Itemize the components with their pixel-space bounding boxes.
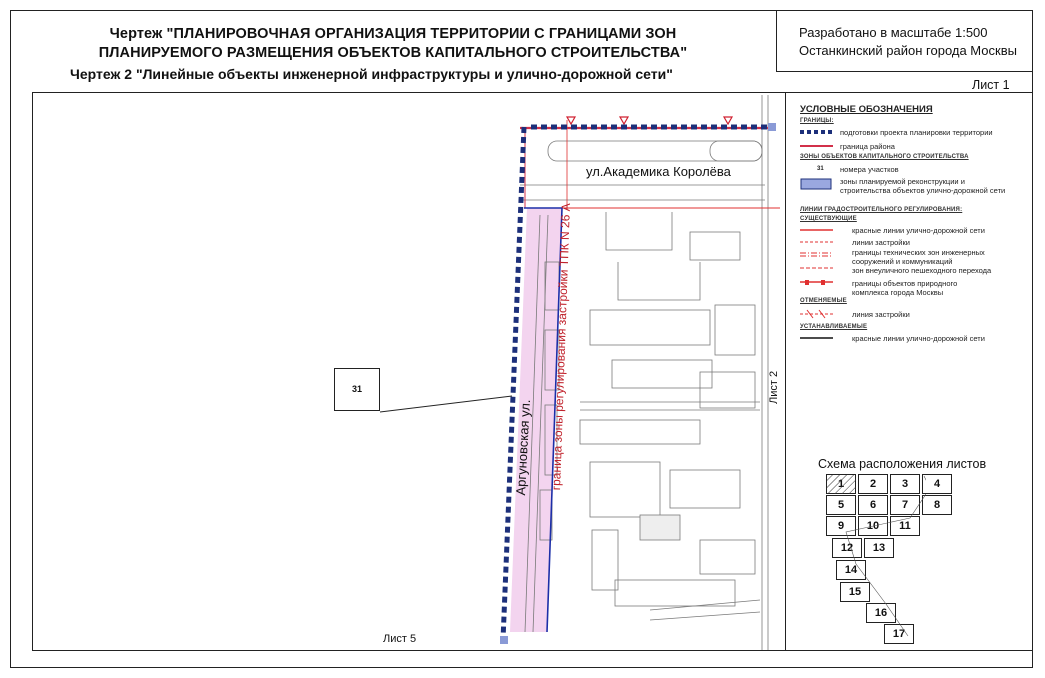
schema-sheet-7: 7 xyxy=(890,495,920,515)
list-2-label: Лист 2 xyxy=(768,371,780,404)
new-red-line xyxy=(524,207,563,633)
schema-sheet-2: 2 xyxy=(858,474,888,494)
legend-item-recon: зоны планируемой реконструкции и строите… xyxy=(840,177,1006,195)
schema-outline xyxy=(845,475,926,637)
legend-item-district: граница района xyxy=(840,142,895,151)
map-border-top xyxy=(32,92,1032,93)
legend-item-build-lines: линии застройки xyxy=(852,238,910,247)
legend-item-build-cancel: линия застройки xyxy=(852,310,910,319)
schema-sheet-8: 8 xyxy=(922,495,952,515)
sheet-frame xyxy=(10,10,1033,668)
red-triangle-markers xyxy=(565,116,734,126)
schema-sheet-9: 9 xyxy=(826,516,856,536)
list-5-label: Лист 5 xyxy=(383,633,417,645)
schema-sheet-17: 17 xyxy=(884,624,914,644)
legend-item-numbers: номера участков xyxy=(840,165,899,174)
legend-sub-cancelled: ОТМЕНЯЕМЫЕ xyxy=(800,298,847,304)
map-border-bottom xyxy=(32,650,1032,651)
legend-item-red-new: красные линии улично-дорожной сети xyxy=(852,334,985,343)
schema-sheet-4: 4 xyxy=(922,474,952,494)
scale-box: Разработано в масштабе 1:500 Останкински… xyxy=(776,11,1032,72)
schema-sheet-15: 15 xyxy=(840,582,870,602)
schema-sheet-5: 5 xyxy=(826,495,856,515)
legend-symbols xyxy=(800,130,833,339)
legend-section-lines: ЛИНИИ ГРАДОСТРОИТЕЛЬНОГО РЕГУЛИРОВАНИЯ: xyxy=(800,207,963,213)
scale-text: Разработано в масштабе 1:500 xyxy=(799,25,988,40)
title-line-1: Чертеж "ПЛАНИРОВОЧНАЯ ОРГАНИЗАЦИЯ ТЕРРИТ… xyxy=(109,26,677,42)
schema-sheet-13: 13 xyxy=(864,538,894,558)
legend-item-ped: зон внеуличного пешеходного перехода xyxy=(852,266,992,275)
legend-item-nature: границы объектов природного комплекса го… xyxy=(852,279,958,297)
schema-sheet-6: 6 xyxy=(858,495,888,515)
legend-title: УСЛОВНЫЕ ОБОЗНАЧЕНИЯ xyxy=(800,104,933,115)
base-map-lines xyxy=(520,95,769,650)
legend-section-zones: ЗОНЫ ОБЪЕКТОВ КАПИТАЛЬНОГО СТРОИТЕЛЬСТВА xyxy=(800,154,969,160)
panel-divider xyxy=(785,92,786,650)
title-line-2: ПЛАНИРУЕМОГО РАЗМЕЩЕНИЯ ОБЪЕКТОВ КАПИТАЛ… xyxy=(98,45,688,61)
sheet-number: Лист 1 xyxy=(972,78,1010,92)
reconstruction-zone xyxy=(510,208,562,632)
current-sheet-hatch xyxy=(827,475,856,494)
legend-section-borders: ГРАНИЦЫ: xyxy=(800,118,834,124)
schema-sheet-14: 14 xyxy=(836,560,866,580)
schema-title: Схема расположения листов xyxy=(818,457,987,471)
legend-item-red-lines: красные линии улично-дорожной сети xyxy=(852,226,985,235)
project-boundary xyxy=(500,123,776,644)
parcel-number-box: 31 xyxy=(334,368,380,411)
schema-sheet-3: 3 xyxy=(890,474,920,494)
list-2-label-text: Лист 2 xyxy=(768,370,780,404)
schema-overlay xyxy=(827,475,926,637)
legend-parcel-symbol: 31 xyxy=(817,166,824,172)
district-text: Останкинский район города Москвы xyxy=(799,43,1017,58)
title-line-3: Чертеж 2 "Линейные объекты инженерной ин… xyxy=(70,66,673,82)
legend-item-project: подготовки проекта планировки территории xyxy=(840,128,993,137)
map-border-left xyxy=(32,92,33,650)
legend-sub-new: УСТАНАВЛИВАЕМЫЕ xyxy=(800,324,868,330)
street-label-top: ул.Академика Королёва xyxy=(586,164,731,179)
parcel-pointer xyxy=(379,395,513,413)
legend-item-tech: границы технических зон инженерных соору… xyxy=(852,248,985,266)
title-block: Чертеж "ПЛАНИРОВОЧНАЯ ОРГАНИЗАЦИЯ ТЕРРИТ… xyxy=(11,11,775,93)
legend-sub-existing: СУЩЕСТВУЮЩИЕ xyxy=(800,216,857,222)
